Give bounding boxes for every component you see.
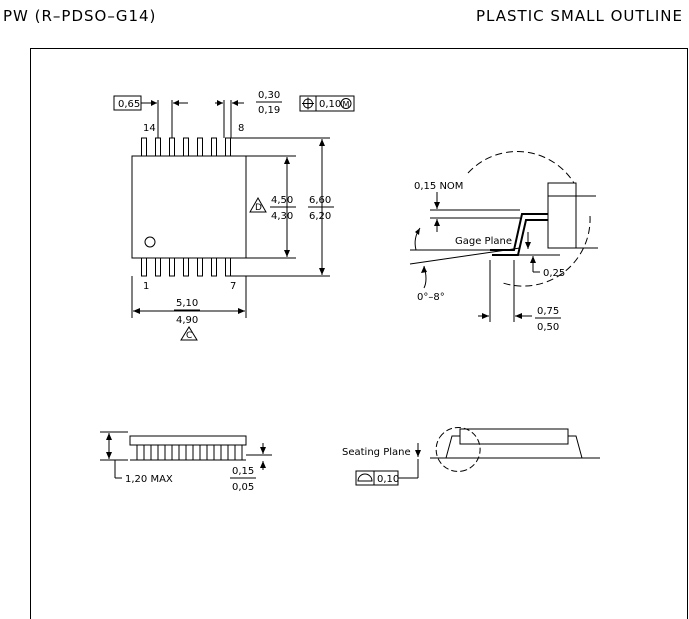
position-tolerance-frame [299, 95, 355, 112]
foot-length-min: 0,50 [537, 322, 559, 333]
lead-top-10 [197, 137, 203, 157]
mmc-icon [340, 98, 352, 109]
lead-top-11 [183, 137, 189, 157]
pin-8-label: 8 [238, 123, 244, 134]
gage-height-value: 0,25 [543, 268, 565, 279]
package-body-side [129, 435, 247, 446]
flatness-icon [357, 473, 373, 482]
angle-label: 0°–8° [417, 292, 445, 303]
drawing-frame [30, 48, 688, 619]
body-length-min: 4,90 [176, 315, 198, 326]
seating-plane-view: Seating Plane 0,10 [342, 426, 600, 486]
side-lead-4 [178, 444, 187, 461]
lead-bottom-5 [197, 257, 203, 277]
overall-width-min: 6,20 [309, 211, 331, 222]
lead-bottom-1 [141, 257, 147, 277]
mmc-letter: M [343, 100, 350, 109]
package-body-seating [459, 428, 569, 445]
note-c-triangle [180, 326, 198, 341]
top-view-leads [141, 137, 231, 277]
lead-top-12 [169, 137, 175, 157]
position-tolerance-value: 0,10 [319, 99, 341, 110]
foot-length-max: 0,75 [537, 306, 559, 317]
pin-7-label: 7 [230, 281, 236, 292]
lead-top-14 [141, 137, 147, 157]
lead-width-max: 0,30 [258, 90, 280, 101]
lead-bottom-3 [169, 257, 175, 277]
note-c-letter: C [186, 331, 192, 341]
side-lead-2 [150, 444, 159, 461]
package-type: PLASTIC SMALL OUTLINE [476, 7, 683, 25]
note-d-triangle [249, 196, 267, 213]
body-length-max: 5,10 [176, 298, 198, 309]
flatness-frame [355, 470, 399, 486]
lead-thickness-label: 0,15 NOM [414, 181, 463, 192]
body-width-min: 4,30 [271, 211, 293, 222]
lead-bottom-6 [211, 257, 217, 277]
side-view: 1,20 MAX 0,15 0,05 [100, 431, 272, 493]
seating-plane-label: Seating Plane [342, 447, 411, 458]
side-lead-5 [192, 444, 201, 461]
lead-top-13 [155, 137, 161, 157]
side-lead-8 [234, 444, 243, 461]
package-code: PW (R–PDSO–G14) [3, 7, 157, 25]
note-d-letter: D [255, 203, 262, 213]
standoff-min: 0,05 [232, 482, 254, 493]
side-view-leads [136, 444, 243, 461]
lead-top-8 [225, 137, 231, 157]
lead-detail-view: 0,15 NOM Gage Plane 0,25 0°–8° 0,75 0,50 [409, 151, 598, 333]
package-body-top [131, 155, 247, 259]
gage-plane-label: Gage Plane [455, 236, 512, 247]
top-view: 0,65 0,30 0,19 0,10 M 14 8 1 7 [113, 90, 355, 341]
side-lead-6 [206, 444, 215, 461]
lead-bottom-7 [225, 257, 231, 277]
flatness-value: 0,10 [377, 474, 399, 485]
pin-14-label: 14 [143, 123, 156, 134]
side-lead-1 [136, 444, 145, 461]
pitch-value: 0,65 [118, 99, 140, 110]
side-lead-7 [220, 444, 229, 461]
lead-top-9 [211, 137, 217, 157]
standoff-max: 0,15 [232, 466, 254, 477]
lead-bottom-2 [155, 257, 161, 277]
pin1-indicator [144, 236, 156, 248]
overall-width-max: 6,60 [309, 195, 331, 206]
body-width-max: 4,50 [271, 195, 293, 206]
lead-width-min: 0,19 [258, 105, 280, 116]
lead-bottom-4 [183, 257, 189, 277]
max-height-label: 1,20 MAX [125, 474, 173, 485]
side-lead-3 [164, 444, 173, 461]
pin-1-label: 1 [143, 281, 149, 292]
